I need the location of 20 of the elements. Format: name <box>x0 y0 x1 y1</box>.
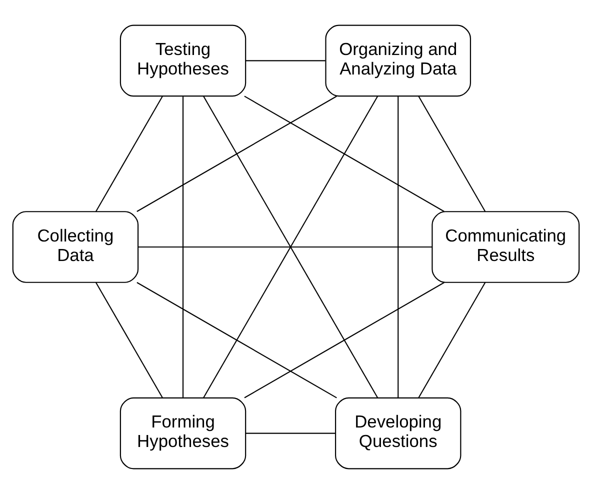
connector <box>398 96 399 398</box>
connector <box>418 96 486 212</box>
node-box: Developing Questions <box>335 397 462 470</box>
connector <box>246 432 336 434</box>
connector <box>244 96 444 212</box>
connector <box>418 282 486 398</box>
node-box: Testing Hypotheses <box>120 24 246 97</box>
connector <box>136 282 337 398</box>
connector <box>182 96 184 398</box>
node-box: Collecting Data <box>12 211 139 283</box>
node-box: Organizing and Analyzing Data <box>325 24 472 97</box>
connector <box>203 96 378 398</box>
node-box: Forming Hypotheses <box>120 397 246 470</box>
connector <box>136 96 337 212</box>
connector <box>244 282 444 398</box>
connector <box>138 246 432 248</box>
connector <box>95 282 163 398</box>
connector <box>246 60 326 62</box>
node-box: Communicating Results <box>432 211 580 283</box>
connector <box>95 96 163 212</box>
